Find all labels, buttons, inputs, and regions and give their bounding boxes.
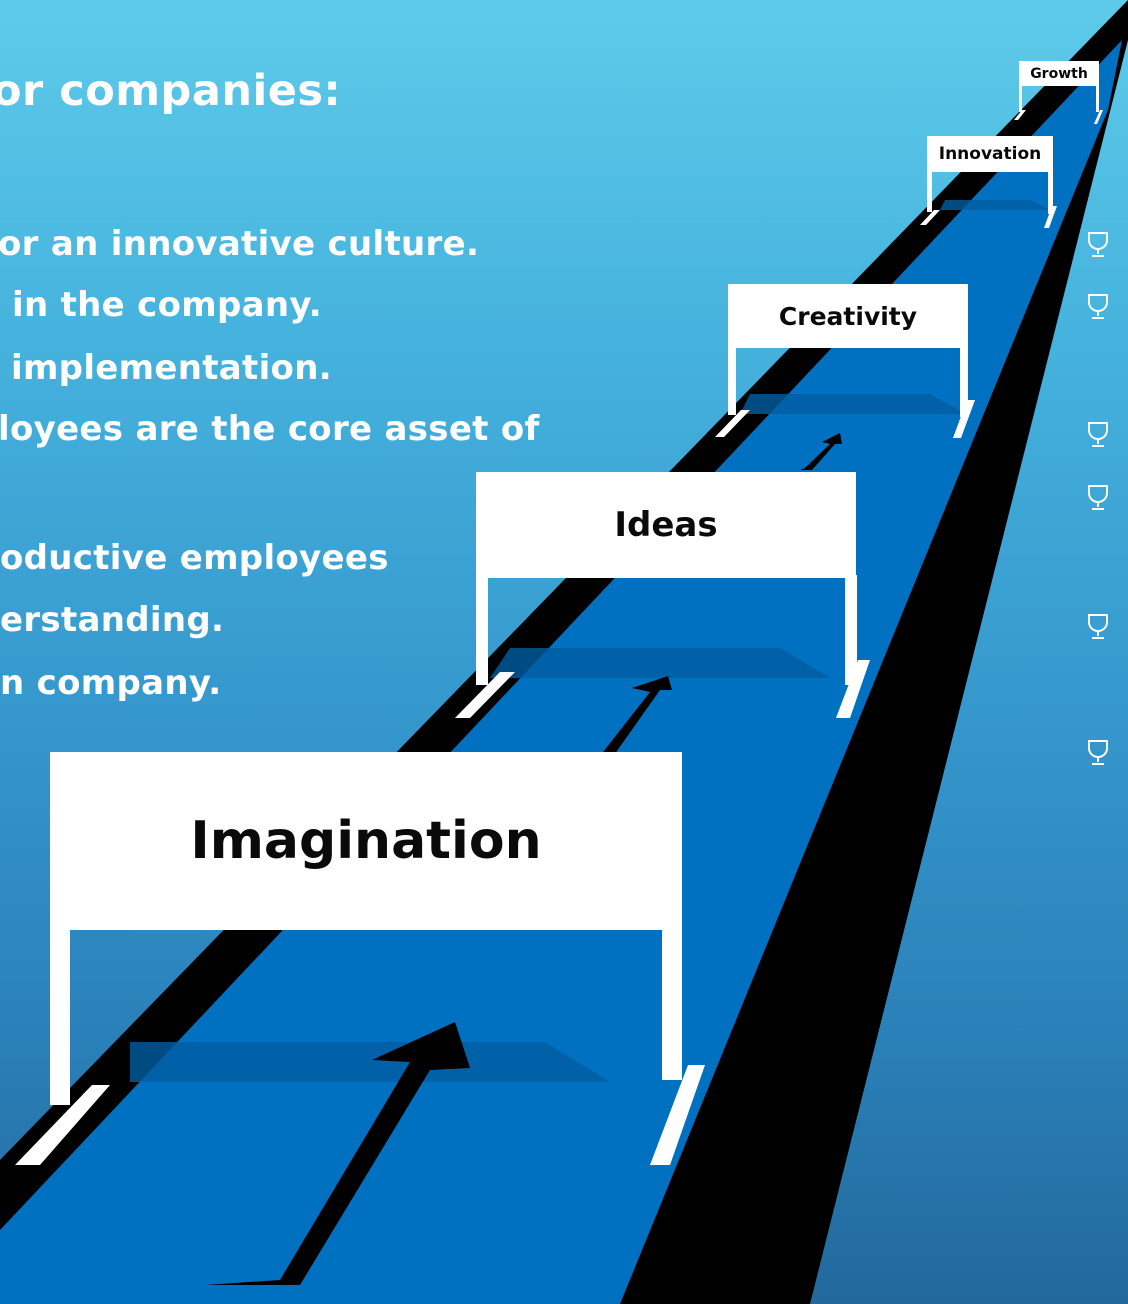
hurdle-growth: Growth [1019, 61, 1099, 86]
hurdle-imagination: Imagination [50, 752, 682, 930]
bullet-line: n company. [0, 663, 222, 703]
hurdle-legs-innovation [920, 170, 1057, 228]
trophy-icon [1088, 614, 1108, 639]
hurdle-creativity: Creativity [728, 284, 968, 348]
trophy-icon [1088, 422, 1108, 447]
hurdle-legs-imagination [15, 925, 705, 1165]
bullet-line: implementation. [11, 348, 332, 388]
bullet-line: oductive employees [0, 538, 389, 578]
trophy-icon [1088, 232, 1108, 257]
bullet-line: or an innovative culture. [0, 224, 480, 264]
hurdle-innovation: Innovation [927, 136, 1053, 172]
bullet-line: in the company. [12, 285, 322, 325]
trophy-icon [1088, 294, 1108, 319]
hurdle-legs-creativity [715, 345, 975, 438]
slide-heading: or companies: [0, 66, 342, 116]
trophy-icon [1088, 740, 1108, 765]
bullet-line: loyees are the core asset of [0, 409, 540, 449]
arrow-up-icon [590, 676, 672, 758]
trophy-icon [1088, 485, 1108, 510]
bullet-line: erstanding. [0, 600, 225, 640]
hurdle-legs-growth [1014, 84, 1103, 124]
arrow-up-icon [800, 433, 842, 470]
hurdle-ideas: Ideas [476, 472, 856, 578]
hurdle-legs-ideas [455, 575, 870, 718]
arrow-up-icon [205, 1022, 470, 1285]
